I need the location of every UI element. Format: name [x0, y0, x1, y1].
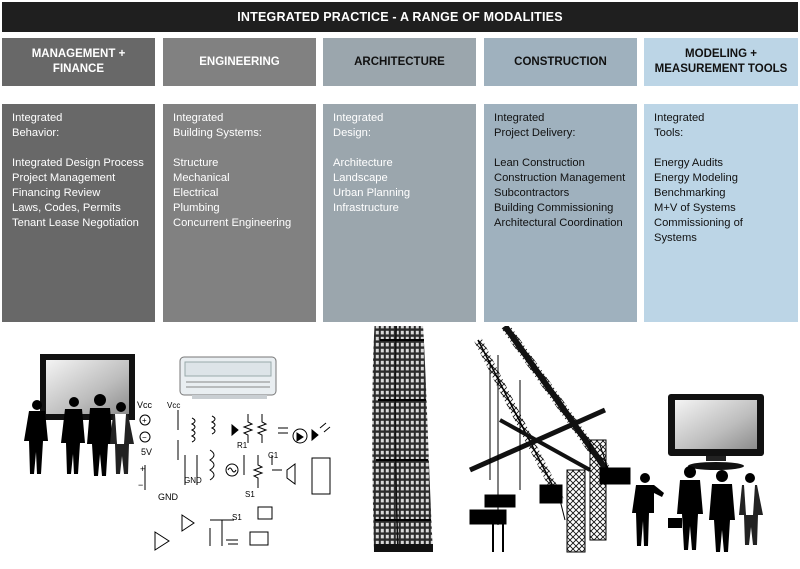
header-engineering: ENGINEERING: [163, 38, 316, 86]
list-item: Financing Review: [12, 187, 101, 199]
list-item: Laws, Codes, Permits: [12, 202, 121, 214]
list-item: Commissioning of: [654, 217, 743, 229]
list-item: Plumbing: [173, 202, 220, 214]
column-title: Integrated Tools:: [654, 112, 705, 139]
label-vcc-small: Vcc: [167, 401, 180, 410]
header-management-finance: MANAGEMENT + FINANCE: [2, 38, 155, 86]
list-item: Energy Modeling: [654, 172, 738, 184]
label-s1b: S1: [232, 513, 242, 522]
column-title: Integrated Building Systems:: [173, 112, 262, 139]
list-item: Architecture: [333, 157, 393, 169]
list-item: Mechanical: [173, 172, 230, 184]
label-gnd-mid: GND: [184, 476, 202, 485]
label-vcc: Vcc: [137, 400, 153, 410]
circuit-labels: Vcc R1 C1 GND S1 S1 GND: [158, 401, 279, 522]
list-item: Energy Audits: [654, 157, 724, 169]
business-people-right-icon: [632, 466, 763, 552]
circuit-schematic-icon: [154, 410, 331, 551]
column-title: Integrated Behavior:: [12, 112, 63, 139]
column-management-finance: Integrated Behavior: Integrated Design P…: [2, 104, 155, 322]
label-5v: 5V: [141, 447, 152, 457]
list-item: Benchmarking: [654, 187, 726, 199]
header-modeling-tools: MODELING + MEASUREMENT TOOLS: [644, 38, 798, 86]
television-icon: [668, 394, 764, 470]
list-item: Concurrent Engineering: [173, 217, 292, 229]
column-modeling-tools: Integrated Tools: Energy Audits Energy M…: [644, 104, 798, 322]
list-item: Electrical: [173, 187, 219, 199]
column-engineering: Integrated Building Systems: Structure M…: [163, 104, 316, 322]
title-banner: INTEGRATED PRACTICE - A RANGE OF MODALIT…: [2, 2, 798, 32]
list-item: Construction Management: [494, 172, 626, 184]
skyscraper-icon: [372, 326, 433, 553]
air-conditioner-icon: [179, 356, 277, 399]
list-item: M+V of Systems: [654, 202, 736, 214]
list-item: Building Commissioning: [494, 202, 614, 214]
column-construction: Integrated Project Delivery: Lean Constr…: [484, 104, 637, 322]
list-item: Tenant Lease Negotiation: [12, 217, 139, 229]
list-item: Landscape: [333, 172, 388, 184]
list-item: Project Management: [12, 172, 116, 184]
label-gnd-left: GND: [158, 492, 179, 502]
list-item: Structure: [173, 157, 219, 169]
illustrations-strip: Vcc + − 5V + −: [24, 326, 764, 553]
column-title: Integrated Project Delivery:: [494, 112, 576, 139]
business-people-icon: [24, 394, 134, 476]
column-architecture: Integrated Design: Architecture Landscap…: [323, 104, 476, 322]
label-s1: S1: [245, 490, 255, 499]
list-item: Lean Construction: [494, 157, 585, 169]
column-title: Integrated Design:: [333, 112, 384, 139]
list-item: Subcontractors: [494, 187, 570, 199]
list-item: Infrastructure: [333, 202, 399, 214]
header-construction: CONSTRUCTION: [484, 38, 637, 86]
svg-text:+: +: [142, 416, 147, 425]
svg-text:−: −: [138, 480, 143, 490]
tower-cranes-icon: [468, 326, 631, 553]
list-item: Systems: [654, 232, 697, 244]
label-r1: R1: [237, 441, 248, 450]
list-item: Architectural Coordination: [494, 217, 623, 229]
circuit-labels-left: Vcc + − 5V + −: [137, 400, 153, 490]
header-architecture: ARCHITECTURE: [323, 38, 476, 86]
list-item: Integrated Design Process: [12, 157, 144, 169]
list-item: Urban Planning: [333, 187, 411, 199]
svg-text:−: −: [142, 433, 147, 442]
presentation-monitor-icon: [40, 354, 135, 420]
svg-text:+: +: [140, 464, 145, 474]
label-c1: C1: [268, 451, 279, 460]
